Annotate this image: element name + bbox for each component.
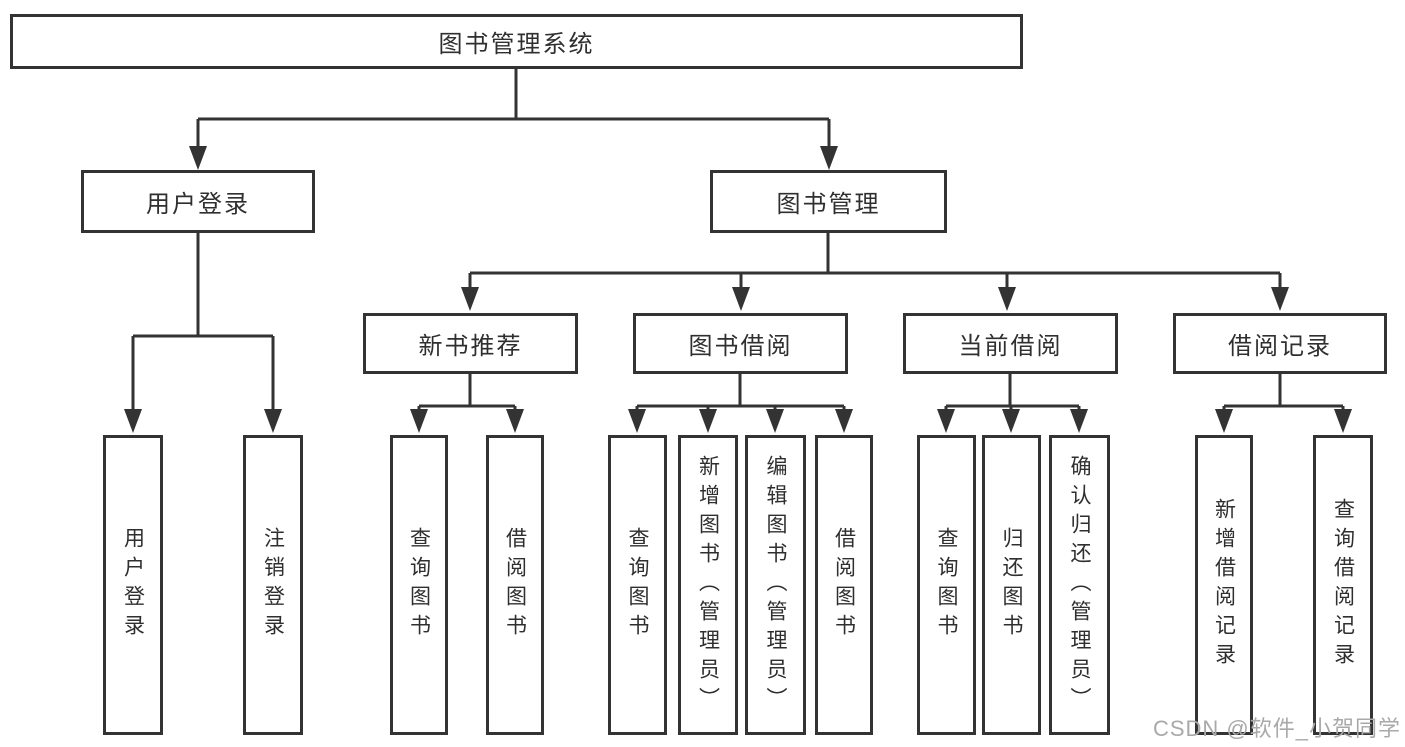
leaf-recommend-query-books: 查询图书 <box>390 435 448 735</box>
leaf-label: 查询图书 <box>935 527 959 643</box>
node-book-borrowing: 图书借阅 <box>633 313 848 374</box>
leaf-label: 查询借阅记录 <box>1331 498 1355 672</box>
leaf-label: 查询图书 <box>626 527 650 643</box>
node-borrowing-records: 借阅记录 <box>1173 313 1387 374</box>
leaf-label: 新增图书（管理员） <box>696 454 720 716</box>
leaf-recommend-borrow-books: 借阅图书 <box>486 435 544 735</box>
leaf-logout-login: 注销登录 <box>243 435 303 735</box>
leaf-label: 借阅图书 <box>832 527 856 643</box>
leaf-current-return-books: 归还图书 <box>982 435 1041 735</box>
leaf-label: 归还图书 <box>1000 527 1024 643</box>
leaf-label: 注销登录 <box>261 527 285 643</box>
leaf-label: 借阅图书 <box>503 527 527 643</box>
leaf-records-query-borrow-record: 查询借阅记录 <box>1313 435 1373 735</box>
leaf-label: 编辑图书（管理员） <box>764 454 788 716</box>
node-new-book-recommendation: 新书推荐 <box>363 313 578 374</box>
leaf-records-add-borrow-record: 新增借阅记录 <box>1195 435 1253 735</box>
node-system-root: 图书管理系统 <box>10 14 1023 69</box>
leaf-current-query-books: 查询图书 <box>917 435 976 735</box>
leaf-user-login: 用户登录 <box>103 435 163 735</box>
leaf-borrow-query-books: 查询图书 <box>608 435 667 735</box>
leaf-label: 新增借阅记录 <box>1212 498 1236 672</box>
leaf-borrow-borrow-books: 借阅图书 <box>815 435 873 735</box>
leaf-borrow-edit-books-admin: 编辑图书（管理员） <box>745 435 806 735</box>
leaf-label: 用户登录 <box>121 527 145 643</box>
node-book-management: 图书管理 <box>710 170 947 233</box>
leaf-label: 查询图书 <box>407 527 431 643</box>
node-user-login: 用户登录 <box>81 170 315 233</box>
leaf-current-confirm-return-admin: 确认归还（管理员） <box>1049 435 1110 735</box>
leaf-label: 确认归还（管理员） <box>1068 454 1092 716</box>
leaf-borrow-add-books-admin: 新增图书（管理员） <box>678 435 738 735</box>
node-current-borrowing: 当前借阅 <box>903 313 1118 374</box>
watermark-text: CSDN @软件_小贺同学 <box>1152 716 1401 741</box>
